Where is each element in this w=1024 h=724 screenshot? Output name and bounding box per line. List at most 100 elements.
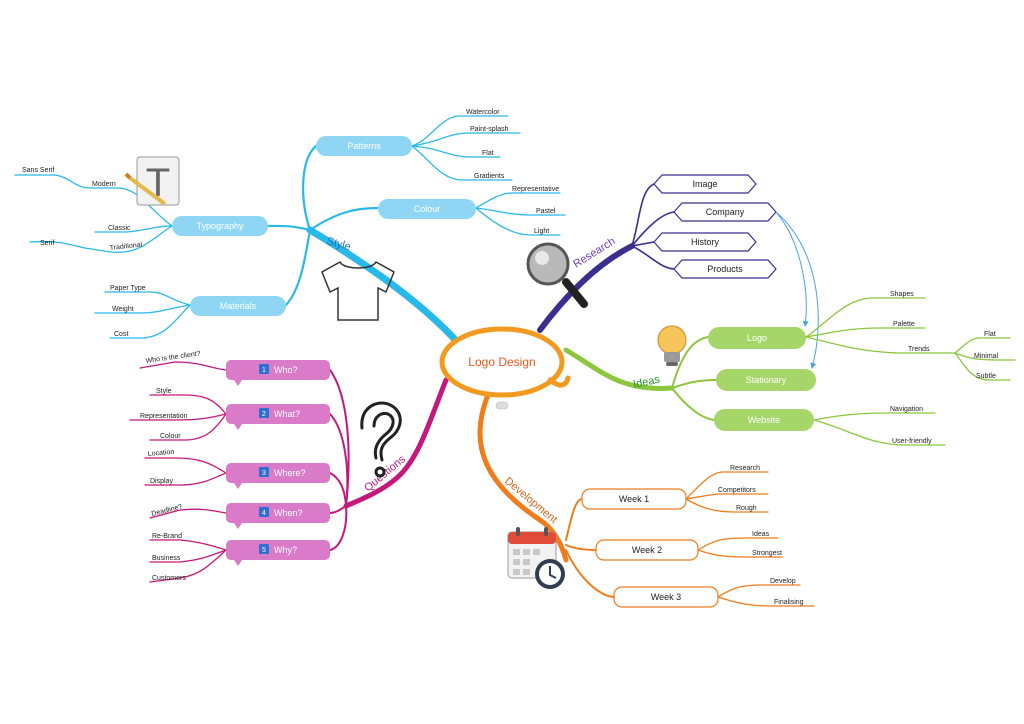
research-history-label: History <box>691 237 720 247</box>
materials-label: Materials <box>220 301 257 311</box>
font-file-icon: T <box>124 156 180 206</box>
research-company-label: Company <box>706 207 745 217</box>
question-where-label: Where? <box>274 468 306 478</box>
question-what-number: 2 <box>262 411 266 418</box>
leaf-paint-splash: Paint-splash <box>470 126 509 133</box>
development-branch <box>477 392 815 607</box>
research-item-company[interactable]: Company <box>673 202 777 222</box>
center-label: Logo Design <box>468 355 535 369</box>
relation-arrow-stationary <box>775 211 819 369</box>
patterns-node[interactable]: Patterns <box>316 136 412 156</box>
leaf-competitors: Competitors <box>718 487 756 494</box>
leaf-representative: Representative <box>512 186 559 193</box>
leaf-develop: Develop <box>770 578 796 585</box>
leaf-sans-serif: Sans Serif <box>22 167 54 174</box>
question-when-number: 4 <box>262 510 266 517</box>
leaf-ideas: Ideas <box>752 531 770 538</box>
center-node[interactable]: Logo Design <box>439 326 571 398</box>
week3-node[interactable]: Week 3 <box>613 586 719 608</box>
research-image-label: Image <box>692 179 717 189</box>
leaf-user-friendly: User-friendly <box>892 438 932 445</box>
week1-label: Week 1 <box>619 494 649 504</box>
leaf-subtle: Subtle <box>976 373 996 380</box>
week3-label: Week 3 <box>651 592 681 602</box>
leaf-navigation: Navigation <box>890 406 923 413</box>
style-main-line <box>306 226 464 349</box>
lightbulb-icon <box>657 325 687 366</box>
leaf-palette: Palette <box>893 321 915 328</box>
leaf-rough: Rough <box>736 505 757 512</box>
stationary-node[interactable]: Stationary <box>716 369 816 391</box>
typography-node[interactable]: Typography <box>172 216 268 236</box>
logo-node[interactable]: Logo <box>708 327 806 349</box>
leaf-strongest: Strongest <box>752 550 782 557</box>
leaf-deadline: Deadline? <box>151 503 183 517</box>
leaf-gradients: Gradients <box>474 173 505 180</box>
leaf-cost: Cost <box>114 331 128 338</box>
relation-arrow-logo <box>775 211 809 327</box>
research-item-history[interactable]: History <box>653 232 757 252</box>
question-what-node[interactable]: 2 What? <box>226 404 330 430</box>
leaf-weight: Weight <box>112 306 134 313</box>
research-products-label: Products <box>707 264 743 274</box>
questions-main-line <box>343 377 449 509</box>
question-where-number: 3 <box>262 470 266 477</box>
research-branch <box>537 183 675 333</box>
leaf-location: Location <box>148 449 175 458</box>
question-who-number: 1 <box>262 367 266 374</box>
leaf-modern: Modern <box>92 181 116 188</box>
leaf-minimal: Minimal <box>974 353 999 360</box>
leaf-trend-flat: Flat <box>984 331 996 338</box>
leaf-business: Business <box>152 555 181 562</box>
week1-node[interactable]: Week 1 <box>581 488 687 510</box>
colour-node[interactable]: Colour <box>378 199 476 219</box>
leaf-display: Display <box>150 478 173 485</box>
research-item-products[interactable]: Products <box>673 259 777 279</box>
question-mark-icon <box>360 401 402 478</box>
question-when-label: When? <box>274 508 303 518</box>
development-main-line <box>477 392 569 563</box>
question-who-label: Who? <box>274 365 298 375</box>
week2-node[interactable]: Week 2 <box>595 539 699 561</box>
leaf-shapes: Shapes <box>890 291 914 298</box>
leaf-q-colour: Colour <box>160 433 181 440</box>
website-node[interactable]: Website <box>714 409 814 431</box>
leaf-q-style: Style <box>156 388 172 395</box>
logo-label: Logo <box>747 333 767 343</box>
question-when-node[interactable]: 4 When? <box>226 503 330 529</box>
calendar-clock-icon <box>507 527 565 589</box>
leaf-research: Research <box>730 465 760 472</box>
patterns-label: Patterns <box>347 141 381 151</box>
leaf-classic: Classic <box>108 225 131 232</box>
ideas-branch <box>563 297 1016 446</box>
research-main-line <box>537 243 635 333</box>
question-why-node[interactable]: 5 Why? <box>226 540 330 566</box>
leaf-light: Light <box>534 228 549 235</box>
leaf-paper-type: Paper Type <box>110 285 146 292</box>
leaf-serif: Serif <box>40 240 54 247</box>
question-why-label: Why? <box>274 545 297 555</box>
research-item-image[interactable]: Image <box>653 174 757 194</box>
style-branch <box>14 115 566 349</box>
question-where-node[interactable]: 3 Where? <box>226 463 330 489</box>
website-label: Website <box>748 415 780 425</box>
leaf-finalising: Finalising <box>774 599 804 606</box>
leaf-customers: Customers <box>152 575 186 582</box>
questions-branch <box>129 361 449 583</box>
leaf-pastel: Pastel <box>536 208 556 215</box>
week2-label: Week 2 <box>632 545 662 555</box>
typography-label: Typography <box>196 221 244 231</box>
question-what-label: What? <box>274 409 300 419</box>
leaf-trends: Trends <box>908 346 930 353</box>
leaf-representation: Representation <box>140 413 188 420</box>
materials-node[interactable]: Materials <box>190 296 286 316</box>
magnifier-icon <box>526 242 588 308</box>
stationary-label: Stationary <box>746 375 787 385</box>
link-icon[interactable] <box>495 401 509 410</box>
development-label: Development <box>502 475 559 526</box>
question-why-number: 5 <box>262 547 266 554</box>
tshirt-icon <box>321 260 395 321</box>
ideas-main-line <box>563 347 675 391</box>
question-who-node[interactable]: 1 Who? <box>226 360 330 386</box>
